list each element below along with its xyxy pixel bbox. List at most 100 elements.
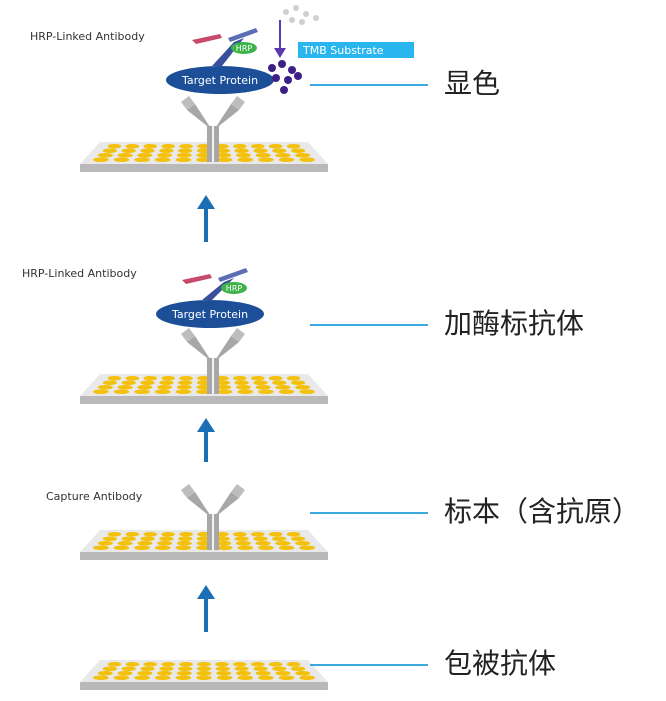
well <box>143 531 158 537</box>
well <box>102 666 118 672</box>
well <box>278 545 295 551</box>
connector-line-step-4 <box>310 664 428 666</box>
connector-line-step-2 <box>310 324 428 326</box>
antibody-arm-tip-right <box>231 328 245 342</box>
plate-edge <box>80 396 328 404</box>
well <box>216 670 232 676</box>
antibody-arm-right <box>214 336 239 362</box>
substrate-dot <box>272 74 280 82</box>
well <box>216 545 233 551</box>
arrow-head <box>197 585 215 599</box>
well <box>157 384 173 390</box>
well <box>143 661 158 667</box>
substrate-dot-faded <box>303 11 309 17</box>
well <box>235 540 251 546</box>
well <box>268 375 283 381</box>
hrp-label-step-2: HRP <box>226 284 243 293</box>
well <box>113 675 130 681</box>
well <box>268 661 283 667</box>
plate-step-1 <box>80 142 328 172</box>
well <box>299 675 316 681</box>
well <box>175 389 192 395</box>
well <box>117 152 133 158</box>
well <box>235 670 251 676</box>
well <box>161 531 175 537</box>
substrate-dot-faded <box>283 9 289 15</box>
antibody-arm-tip-right <box>231 96 245 110</box>
hrp-antibody-arm-right <box>218 268 248 282</box>
well <box>178 380 193 386</box>
hrp-linked-antibody-label-step-1: HRP-Linked Antibody <box>30 30 145 43</box>
step-label-1: 显色 <box>444 67 501 100</box>
antibody-stem-highlight <box>212 358 214 394</box>
well <box>140 380 155 386</box>
well <box>237 157 254 163</box>
well <box>255 152 271 158</box>
well <box>275 384 291 390</box>
antibody-arm-tip-right <box>231 484 245 498</box>
antibody-arm-left <box>187 104 212 130</box>
well <box>216 384 232 390</box>
well <box>258 389 274 395</box>
well <box>278 157 295 163</box>
well <box>179 531 193 537</box>
well <box>286 531 301 537</box>
well <box>215 148 230 154</box>
well <box>290 536 306 542</box>
hrp-antibody-arm <box>192 34 222 44</box>
well <box>154 389 171 395</box>
well <box>137 152 153 158</box>
well <box>92 545 109 551</box>
well <box>117 670 133 676</box>
well <box>295 152 311 158</box>
well <box>107 143 122 149</box>
capture-antibody-step-2 <box>181 328 245 394</box>
well <box>290 666 306 672</box>
well <box>286 375 301 381</box>
well <box>275 540 291 546</box>
well <box>121 536 136 542</box>
hrp-antibody-arm-right <box>228 28 258 42</box>
plate-edge <box>80 164 328 172</box>
well <box>113 389 130 395</box>
well <box>176 152 192 158</box>
arrow-shaft <box>204 207 208 242</box>
arrow-up-1 <box>197 195 215 242</box>
well <box>137 670 153 676</box>
well <box>97 152 113 158</box>
well <box>143 375 158 381</box>
well <box>154 675 171 681</box>
well <box>215 666 230 672</box>
hrp-enzyme <box>231 42 257 54</box>
well <box>258 157 274 163</box>
well <box>295 384 311 390</box>
well <box>117 540 133 546</box>
well <box>253 536 268 542</box>
well <box>161 143 175 149</box>
well <box>178 536 193 542</box>
well <box>216 157 233 163</box>
substrate-dot <box>280 86 288 94</box>
well <box>197 661 211 667</box>
arrow-up-2 <box>197 418 215 462</box>
plate-step-4 <box>80 660 328 690</box>
hrp-enzyme <box>221 282 247 294</box>
well <box>113 545 130 551</box>
well <box>102 536 118 542</box>
tmb-label-bg <box>298 42 414 58</box>
antibody-arm-right <box>214 492 239 518</box>
detection-complex-step-1 <box>166 28 274 94</box>
well <box>290 148 306 154</box>
well <box>250 531 265 537</box>
well <box>234 536 249 542</box>
well <box>179 661 193 667</box>
well <box>176 384 192 390</box>
well <box>258 675 274 681</box>
antibody-arm-tip-left <box>181 484 195 498</box>
antibody-stem-highlight <box>212 514 214 550</box>
well <box>272 148 287 154</box>
capture-antibody-step-1 <box>181 96 245 162</box>
well <box>157 540 173 546</box>
well <box>157 670 173 676</box>
step-label-4: 包被抗体 <box>444 647 557 680</box>
